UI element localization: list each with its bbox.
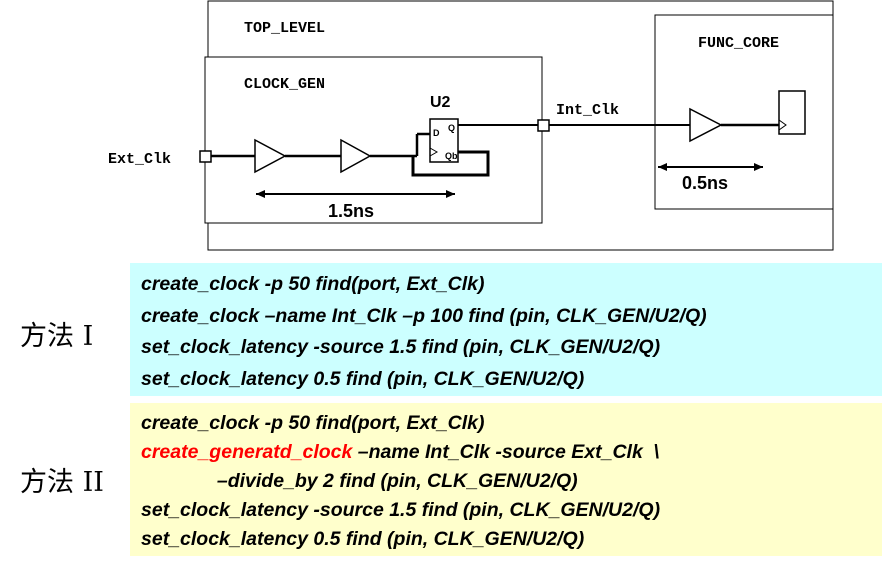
- clock-gen-label: CLOCK_GEN: [244, 76, 325, 93]
- code-line: set_clock_latency -source 1.5 find (pin,…: [141, 336, 661, 358]
- ff-q-label: Q: [448, 123, 455, 133]
- feedback-loop: [411, 150, 490, 177]
- code-line: set_clock_latency 0.5 find (pin, CLK_GEN…: [141, 367, 585, 390]
- code-line: create_clock -p 50 find(port, Ext_Clk): [141, 273, 485, 295]
- int-clk-label: Int_Clk: [556, 102, 619, 119]
- clock-diagram: TOP_LEVEL CLOCK_GEN FUNC_CORE Ext_Clk U2…: [108, 0, 834, 251]
- ff-d-label: D: [433, 128, 440, 138]
- code-line-generated-clock: create_generatd_clock –name Int_Clk -sou…: [141, 438, 882, 467]
- code-line: create_clock -p 50 find(port, Ext_Clk): [141, 412, 485, 434]
- method-2-code-box: create_clock -p 50 find(port, Ext_Clk) c…: [130, 403, 882, 556]
- code-line: set_clock_latency 0.5 find (pin, CLK_GEN…: [141, 528, 585, 550]
- u2-label: U2: [430, 94, 451, 111]
- delay-2-label: 0.5ns: [682, 173, 728, 193]
- buffer-3: [689, 107, 723, 143]
- code-line: –divide_by 2 find (pin, CLK_GEN/U2/Q): [141, 470, 578, 492]
- buffer-1: [254, 138, 287, 174]
- ext-clk-port: [199, 150, 212, 163]
- generated-clock-command: create_generatd_clock: [141, 441, 353, 463]
- func-core-label: FUNC_CORE: [698, 35, 779, 52]
- method-1-code-box: create_clock -p 50 find(port, Ext_Clk) c…: [130, 263, 882, 396]
- method-1-label: 方法 I: [20, 321, 94, 352]
- int-clk-port: [537, 119, 550, 132]
- code-line: create_clock –name Int_Clk –p 100 find (…: [141, 304, 707, 327]
- code-line: set_clock_latency -source 1.5 find (pin,…: [141, 499, 661, 521]
- delay-1-label: 1.5ns: [328, 201, 374, 221]
- ext-clk-label: Ext_Clk: [108, 151, 171, 168]
- top-level-label: TOP_LEVEL: [244, 20, 325, 37]
- u2-flip-flop: [429, 118, 459, 163]
- generated-clock-args: –name Int_Clk -source Ext_Clk \: [352, 441, 660, 463]
- method-2-label: 方法 II: [20, 467, 104, 498]
- ff-qb-label: Qb: [445, 151, 458, 161]
- buffer-2: [340, 138, 372, 174]
- ff-clk-triangle: [429, 147, 439, 157]
- register-clk-triangle: [778, 119, 787, 131]
